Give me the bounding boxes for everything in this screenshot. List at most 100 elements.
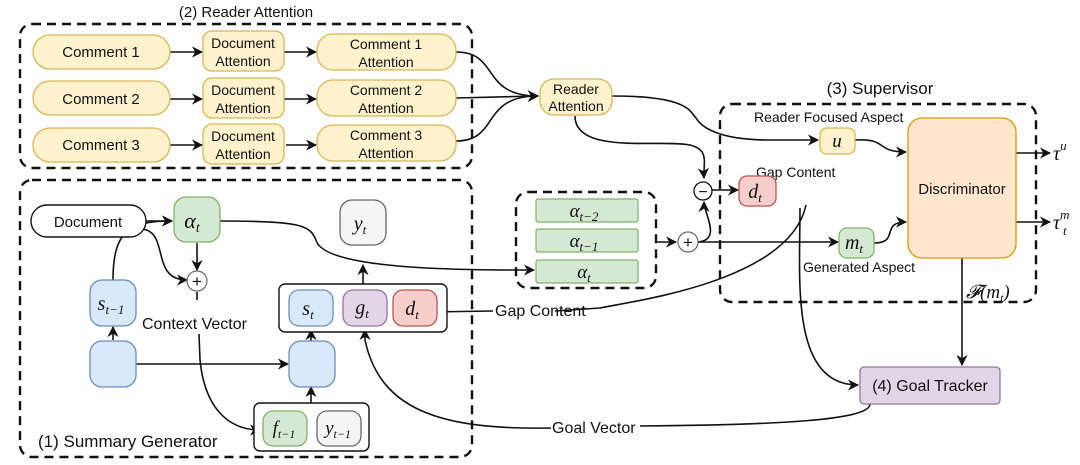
comment-2-attention-line1: Comment 2 bbox=[350, 82, 423, 98]
alpha-t-base-hist: α bbox=[577, 262, 588, 283]
y-t-sub: t bbox=[363, 222, 367, 237]
document-attention-1-line2: Attention bbox=[215, 53, 270, 69]
goal-tracker-label: (4) Goal Tracker bbox=[872, 378, 988, 395]
f-prev-sub: t−1 bbox=[278, 427, 295, 441]
s-prev-base: s bbox=[98, 293, 106, 315]
summary-generator-group-title: (1) Summary Generator bbox=[38, 432, 218, 451]
y-t-node: yt bbox=[339, 199, 387, 246]
svg-text:st−1: st−1 bbox=[98, 293, 125, 317]
edge-u-discriminator bbox=[854, 139, 908, 158]
plus-operator-history-symbol: + bbox=[683, 233, 693, 252]
d-t-generator-node: dt bbox=[392, 289, 438, 327]
s-prev-sub: t−1 bbox=[105, 302, 124, 317]
plus-operator-history: + bbox=[677, 231, 699, 253]
goal-tracker-node: (4) Goal Tracker bbox=[859, 366, 1001, 405]
g-t-sub: t bbox=[365, 306, 369, 321]
d-t-supervisor-base: d bbox=[748, 181, 759, 203]
svg-text:mt: mt bbox=[845, 232, 863, 256]
f-prev-node: ft−1 bbox=[262, 410, 308, 447]
m-t-node: mt bbox=[838, 227, 875, 259]
edge-document-plus bbox=[141, 228, 189, 286]
gap-content-supervisor-label: Gap Content bbox=[756, 164, 835, 180]
state-group: st gt dt bbox=[278, 283, 448, 333]
tau-m-sup: m bbox=[1060, 207, 1069, 222]
document-attention-2-node: Document Attention bbox=[202, 77, 285, 119]
edge-commattn3-reader bbox=[455, 90, 540, 142]
supervisor-group-title: (3) Supervisor bbox=[827, 79, 934, 98]
alpha-t-sub: t bbox=[196, 221, 201, 236]
supervisor-nodes: Reader Focused Aspect u − Gap Content dt… bbox=[693, 109, 1070, 305]
s-t-base: s bbox=[302, 298, 310, 320]
comment-1-attention-line1: Comment 1 bbox=[350, 36, 423, 52]
comment-1-attention-line2: Attention bbox=[358, 54, 413, 70]
plus-operator-generator: + bbox=[186, 270, 208, 292]
alpha-t-node: αt bbox=[173, 196, 221, 243]
edge-commattn1-reader bbox=[455, 51, 540, 102]
reader-attention-nodes: Comment 1 Comment 2 Comment 3 Document A… bbox=[32, 30, 613, 165]
alpha-t-base: α bbox=[184, 208, 196, 233]
document-attention-2-line2: Attention bbox=[215, 100, 270, 116]
goal-vector-edge-label: Goal Vector bbox=[552, 420, 636, 437]
discriminator-label: Discriminator bbox=[918, 181, 1006, 198]
svg-text:αt: αt bbox=[577, 262, 591, 285]
summary-generator-group bbox=[18, 178, 474, 459]
m-t-base: m bbox=[845, 232, 859, 254]
summary-generator-nodes: Document αt + Context Vector st−1 yt st bbox=[30, 196, 448, 452]
s-t-sub: t bbox=[310, 307, 314, 322]
comment-3-label: Comment 3 bbox=[62, 137, 140, 154]
comment-2-attention-node: Comment 2 Attention bbox=[316, 79, 457, 117]
svg-text:yt−1: yt−1 bbox=[323, 418, 351, 441]
s-t-node: st bbox=[288, 289, 334, 327]
alpha-t-minus-2-base: α bbox=[570, 201, 581, 222]
reader-attention-line2: Attention bbox=[548, 98, 603, 114]
hidden-state-current-node bbox=[288, 340, 336, 388]
d-t-supervisor-sub: t bbox=[758, 190, 762, 205]
svg-text:αt−2: αt−2 bbox=[570, 201, 599, 224]
hidden-state-prev-node bbox=[89, 340, 137, 388]
tau-m-base: τ bbox=[1053, 212, 1061, 234]
reader-attention-node: Reader Attention bbox=[539, 78, 613, 116]
generated-aspect-label: Generated Aspect bbox=[803, 259, 915, 275]
f-mt-label: 𝓕(mt) bbox=[966, 282, 1010, 305]
document-node: Document bbox=[30, 204, 147, 238]
document-label: Document bbox=[54, 214, 123, 231]
d-t-generator-sub: t bbox=[415, 307, 419, 322]
f-mt-sub: t bbox=[1000, 291, 1004, 305]
f-prev-base: f bbox=[273, 418, 281, 439]
y-prev-node: yt−1 bbox=[316, 410, 362, 447]
alpha-history-stack: αt−2 α t−1 αt + bbox=[535, 198, 699, 285]
svg-text:yt: yt bbox=[352, 213, 367, 237]
edge-reader-u bbox=[611, 95, 820, 146]
edge-alphat-history bbox=[219, 220, 536, 276]
tau-u-base: τ bbox=[1053, 143, 1061, 165]
supervisor-group bbox=[718, 102, 1038, 304]
f-mt-close: ) bbox=[1002, 282, 1009, 303]
tau-u-sup: u bbox=[1060, 138, 1067, 153]
alpha-t-item: αt bbox=[535, 259, 639, 285]
svg-text:gt: gt bbox=[355, 297, 369, 321]
edge-dt-gapcontent bbox=[554, 204, 807, 312]
edge-reader-minus bbox=[574, 115, 709, 180]
minus-operator-symbol: − bbox=[698, 184, 707, 201]
reader-attention-line1: Reader bbox=[553, 81, 599, 97]
tau-m-output: τm bbox=[1053, 207, 1070, 234]
d-t-supervisor-node: dt bbox=[738, 175, 777, 207]
document-attention-1-node: Document Attention bbox=[202, 30, 285, 72]
f-mt-base: 𝓕(m bbox=[966, 282, 1000, 303]
tau-u-output: τu bbox=[1053, 138, 1067, 165]
document-attention-1-line1: Document bbox=[211, 35, 275, 51]
d-t-generator-base: d bbox=[405, 298, 416, 320]
s-prev-node: st−1 bbox=[89, 279, 137, 327]
svg-text:dt: dt bbox=[748, 181, 762, 205]
alpha-history-group bbox=[514, 190, 658, 290]
minus-operator: − bbox=[693, 181, 713, 201]
reader-attention-group bbox=[18, 22, 474, 170]
edges bbox=[107, 46, 1052, 436]
tau-m-sub: t bbox=[1063, 223, 1067, 238]
document-attention-3-line1: Document bbox=[211, 128, 275, 144]
discriminator-node: Discriminator bbox=[907, 117, 1017, 259]
edge-dt-goaltracker bbox=[798, 207, 860, 391]
alpha-t-minus-1-sub: t−1 bbox=[580, 239, 599, 254]
svg-text:αt: αt bbox=[184, 208, 201, 236]
context-vector-label: Context Vector bbox=[142, 316, 248, 333]
